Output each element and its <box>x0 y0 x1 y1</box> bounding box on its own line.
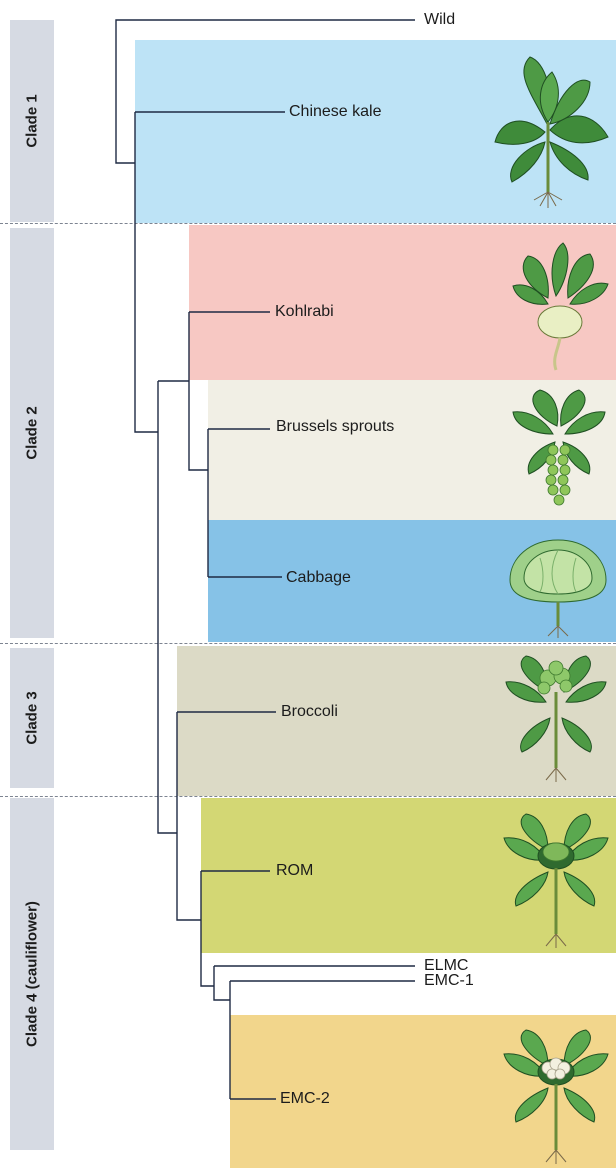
clade4-node <box>201 871 214 986</box>
leaf-label-wild: Wild <box>424 12 455 28</box>
cabbage-plant-illustration <box>500 530 616 638</box>
clade1-node <box>135 112 158 432</box>
leaf-label-emc1: EMC-1 <box>424 973 474 989</box>
brussels-sprouts-plant-illustration <box>505 386 613 514</box>
leaf-label-broccoli: Broccoli <box>281 704 338 720</box>
leaf-label-cabbage: Cabbage <box>286 570 351 586</box>
leaf-label-emc2: EMC-2 <box>280 1091 330 1107</box>
node-a <box>158 381 177 833</box>
leaf-label-kohlrabi: Kohlrabi <box>275 304 334 320</box>
leaf-label-chinese-kale: Chinese kale <box>289 104 382 120</box>
leaf-label-rom: ROM <box>276 863 313 879</box>
node-b <box>177 712 201 920</box>
root-branch <box>116 20 415 163</box>
kale-plant-illustration <box>490 52 616 212</box>
leaf-label-brussels-sprouts: Brussels sprouts <box>276 419 394 435</box>
cauliflower-emc2-plant-illustration <box>498 1026 616 1164</box>
cauliflower-rom-plant-illustration <box>498 810 616 948</box>
clade2-node <box>189 312 208 470</box>
broccoli-plant-illustration <box>498 652 616 782</box>
kohlrabi-plant-illustration <box>508 238 616 374</box>
node-c <box>214 966 230 1000</box>
